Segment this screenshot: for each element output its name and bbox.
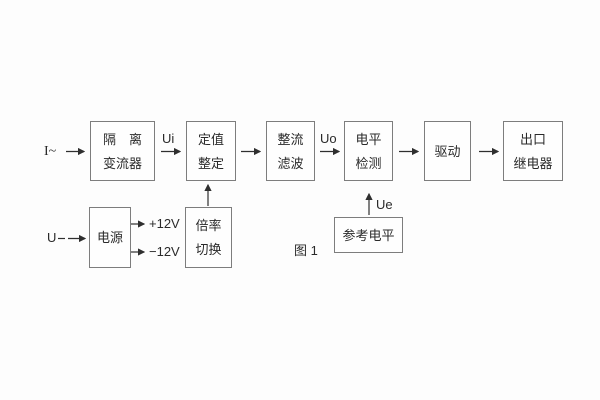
label-current-input: I~ — [44, 144, 57, 159]
block-ratio-switch: 倍率 切换 — [185, 207, 232, 268]
label-voltage-input: U — [47, 230, 57, 245]
block-rectify-filter: 整流 滤波 — [266, 121, 315, 181]
block-label-line: 出口 — [519, 131, 546, 147]
block-label-line: 变流器 — [102, 155, 142, 171]
figure-caption: 图 1 — [294, 243, 318, 258]
block-label-line: 参考电平 — [342, 227, 395, 243]
label-signal-ue: Ue — [376, 197, 393, 212]
label-minus-12v: −12V — [149, 244, 180, 259]
block-drive: 驱动 — [424, 121, 471, 181]
block-reference-level: 参考电平 — [334, 217, 403, 253]
block-label-line: 隔 离 — [102, 131, 142, 147]
block-label-line: 倍率 — [195, 218, 222, 233]
block-isolation-transformer: 隔 离 变流器 — [90, 121, 155, 181]
block-label-line: 电平 — [355, 131, 382, 147]
block-level-detect: 电平 检测 — [344, 121, 393, 181]
block-label-line: 驱动 — [434, 143, 461, 159]
label-plus-12v: +12V — [149, 216, 180, 231]
block-label-line: 整流 — [277, 131, 304, 147]
block-label-line: 切换 — [195, 242, 222, 257]
block-label-line: 整定 — [197, 155, 224, 171]
block-label-line: 定值 — [197, 131, 224, 147]
block-label-line: 滤波 — [277, 155, 304, 171]
block-power-supply: 电源 — [89, 207, 131, 268]
label-signal-ui: Ui — [162, 131, 175, 146]
block-setting-adjust: 定值 整定 — [186, 121, 236, 181]
block-label-line: 电源 — [96, 230, 123, 245]
block-label-line: 检测 — [355, 155, 382, 171]
block-label-line: 继电器 — [513, 155, 553, 171]
label-signal-uo: Uo — [320, 131, 337, 146]
block-outlet-relay: 出口 继电器 — [503, 121, 563, 181]
